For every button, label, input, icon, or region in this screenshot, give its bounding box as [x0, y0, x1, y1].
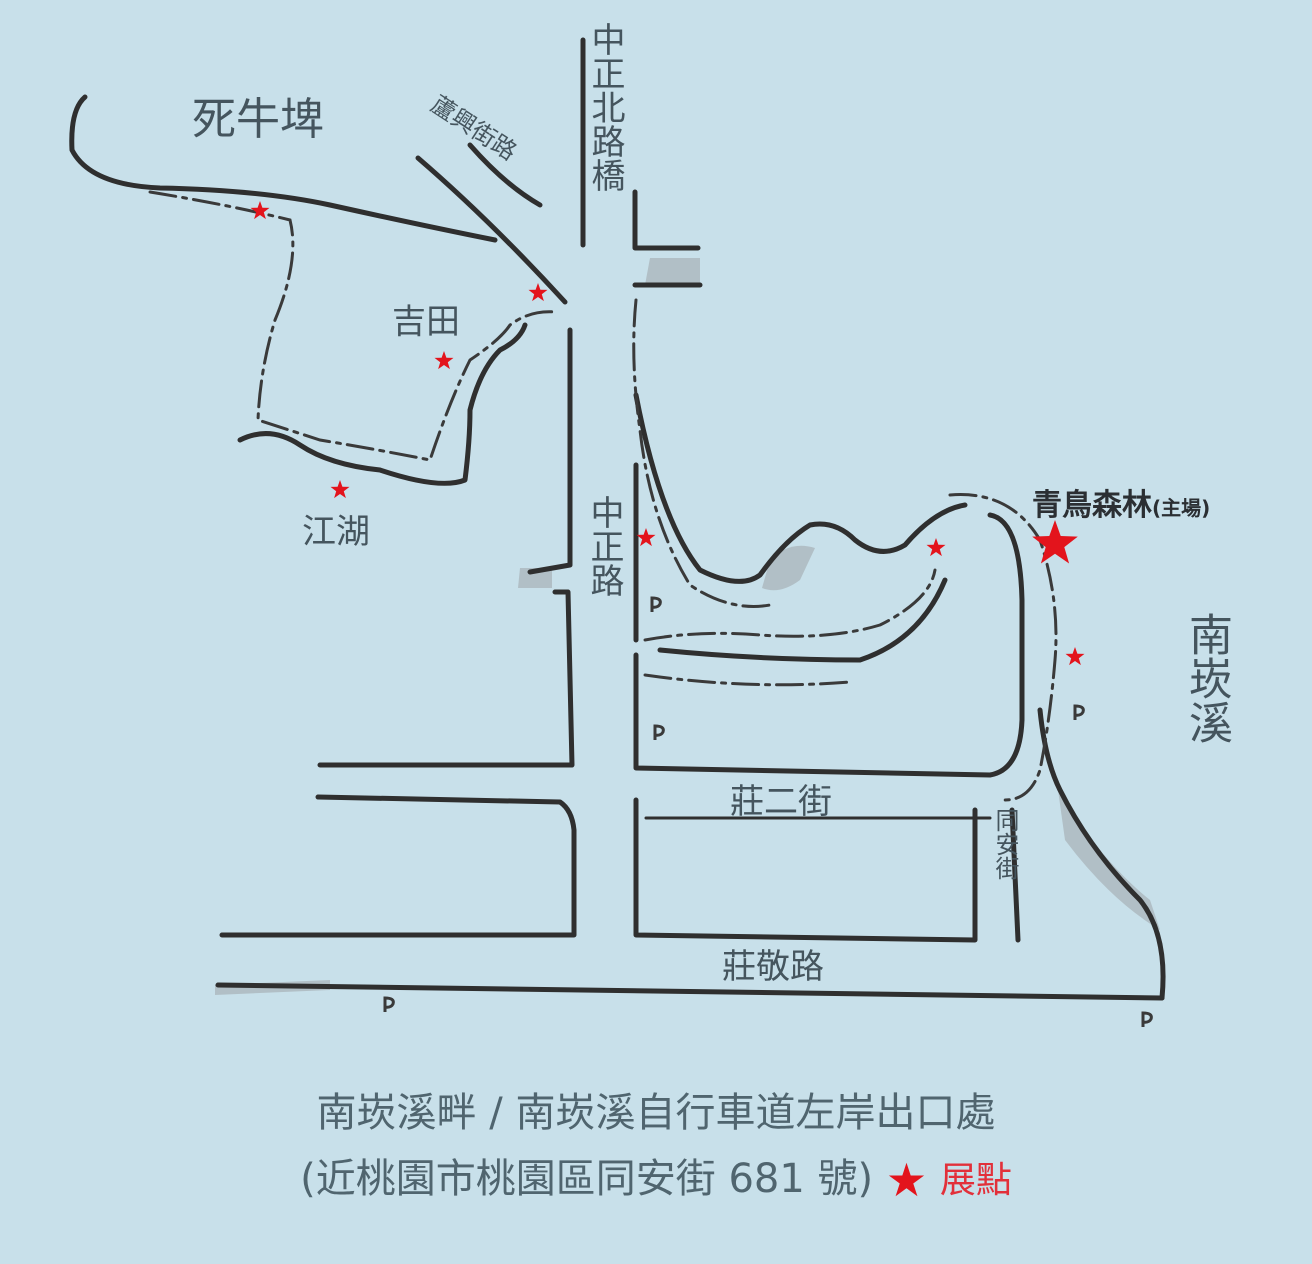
venue-name: 青鳥森林	[1032, 488, 1152, 523]
star-icon	[330, 480, 350, 499]
zhongzheng-west-lower	[317, 589, 575, 768]
river-bank-shading	[215, 258, 1160, 995]
area-label-nan-kan-xi: 南崁溪	[1181, 612, 1232, 744]
area-label-si-niu-pi: 死牛埤	[192, 94, 324, 145]
parking-marks	[383, 596, 1153, 1027]
bike-path-bridge	[632, 298, 772, 608]
caption-address: (近桃園市桃園區同安街 681 號)	[300, 1156, 874, 1202]
roads	[69, 37, 1166, 1001]
south-block-east	[633, 797, 978, 943]
star-icon	[250, 201, 270, 220]
lu-xing-road-line	[415, 155, 568, 305]
bike-path-east-block	[643, 673, 852, 687]
northwest-river-path	[69, 94, 498, 243]
star-icon	[926, 538, 946, 557]
star-icon	[636, 528, 656, 547]
venue-tag: (主場)	[1152, 496, 1211, 520]
bike-path-creek	[643, 568, 937, 642]
zhongzheng-west-edge	[527, 327, 573, 575]
main-venue-label: 青鳥森林(主場)	[1032, 480, 1210, 524]
legend-star-icon: ★	[885, 1153, 928, 1207]
parking-icon	[1073, 704, 1085, 720]
caption-line-2-row: (近桃園市桃園區同安街 681 號) ★ 展點	[0, 1146, 1312, 1207]
legend-label: 展點	[939, 1160, 1012, 1201]
area-label-jiang-hu: 江湖	[302, 512, 370, 552]
creek-lower	[657, 577, 948, 663]
road-label-zhuang-er-street: 莊二街	[730, 782, 832, 822]
star-icon	[1065, 647, 1085, 666]
exhibition-points	[250, 201, 1085, 666]
lu-xing-road-line-2	[467, 142, 543, 208]
bridge-right-edge	[632, 189, 701, 251]
area-label-ji-tian: 吉田	[392, 302, 460, 342]
bike-path-riverside	[948, 493, 1058, 802]
road-label-zhuang-jing-road: 莊敬路	[722, 947, 824, 987]
parking-icon	[650, 596, 662, 612]
parking-icon	[653, 724, 665, 740]
ji-tian-curve	[237, 322, 528, 486]
nan-kan-river-bank	[1037, 707, 1166, 1001]
riverside-west	[1009, 807, 1021, 943]
creek-upper	[633, 392, 968, 584]
star-icon	[528, 283, 548, 302]
main-venue-star-icon	[1032, 520, 1078, 564]
star-icon	[434, 351, 454, 370]
zhongzheng-east-middle	[633, 512, 1025, 778]
caption-line-1: 南崁溪畔 / 南崁溪自行車道左岸出口處	[316, 1090, 996, 1136]
road-label-zhongzheng-road: 中正路	[584, 495, 624, 597]
bike-paths	[148, 190, 1058, 802]
parking-icon	[1141, 1011, 1153, 1027]
zhuang-jing-road	[215, 982, 1165, 1001]
road-label-zhongzheng-north-bridge: 中正北路橋	[585, 22, 625, 192]
south-block-north	[219, 794, 577, 938]
road-label-tong-an-street: 同安街	[991, 808, 1019, 880]
bike-path-west-loop	[148, 190, 557, 462]
parking-icon	[383, 996, 395, 1012]
